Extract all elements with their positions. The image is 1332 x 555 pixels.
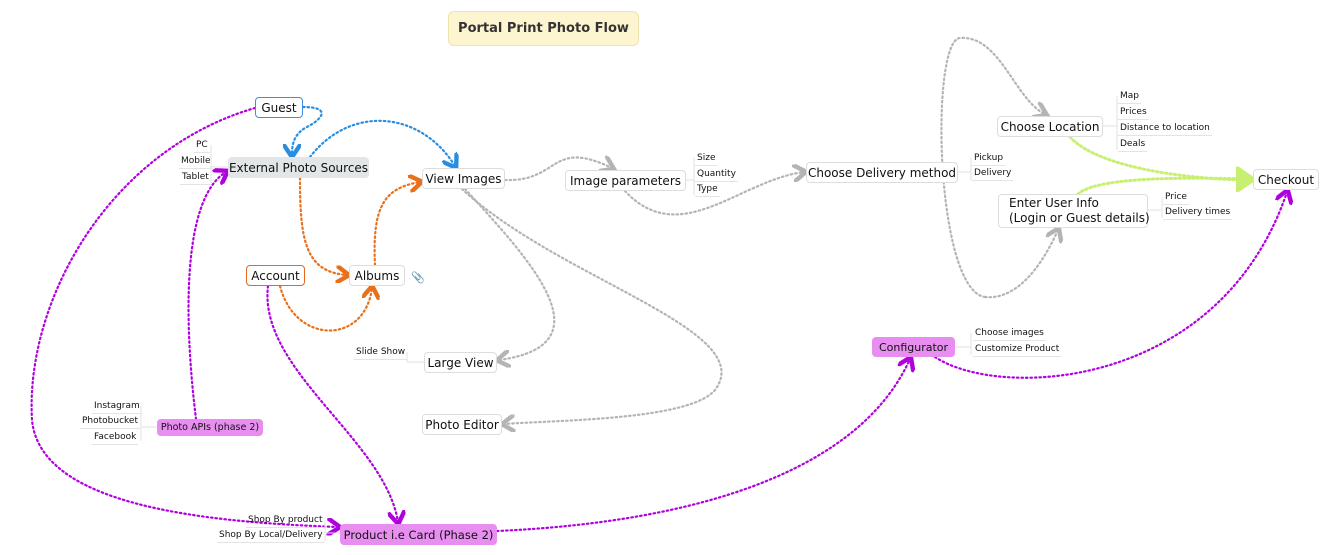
sub-delivery-times[interactable]: Delivery times — [1163, 206, 1233, 220]
node-configurator[interactable]: Configurator — [872, 337, 955, 357]
sub-size[interactable]: Size — [695, 152, 718, 166]
edge-guest-product — [30, 106, 338, 527]
node-large-view[interactable]: Large View — [424, 352, 497, 373]
sub-instagram[interactable]: Instagram — [92, 400, 142, 414]
sub-map[interactable]: Map — [1118, 90, 1141, 104]
sub-photobucket[interactable]: Photobucket — [80, 415, 140, 429]
sub-customize-product[interactable]: Customize Product — [973, 343, 1062, 357]
sub-choose-images[interactable]: Choose images — [973, 327, 1046, 341]
sub-pc[interactable]: PC — [194, 139, 210, 153]
sub-price[interactable]: Price — [1163, 191, 1189, 205]
edge-albums-view — [373, 182, 420, 267]
map-title: Portal Print Photo Flow — [448, 11, 639, 46]
node-photo-editor[interactable]: Photo Editor — [422, 414, 502, 435]
enter-user-info-line2: (Login or Guest details) — [1009, 211, 1150, 225]
edge-account-product — [266, 284, 398, 522]
sub-quantity[interactable]: Quantity — [695, 168, 738, 182]
node-choose-location[interactable]: Choose Location — [997, 116, 1103, 137]
node-albums[interactable]: Albums — [349, 265, 405, 286]
sub-mobile[interactable]: Mobile — [179, 155, 213, 169]
edge-view-parameters — [503, 157, 612, 182]
edge-account-albums — [278, 286, 372, 332]
node-product-card[interactable]: Product i.e Card (Phase 2) — [340, 524, 497, 545]
edge-location-checkout — [1068, 135, 1251, 180]
node-view-images[interactable]: View Images — [422, 168, 505, 189]
node-account[interactable]: Account — [246, 265, 305, 286]
edge-userinfo-checkout — [1076, 178, 1251, 196]
edge-view-largeview — [463, 187, 556, 360]
edge-delivery-location — [940, 36, 1045, 299]
edge-parameters-delivery — [623, 172, 804, 216]
sub-distance[interactable]: Distance to location — [1118, 122, 1212, 136]
sub-shop-by-product[interactable]: Shop By product — [246, 514, 325, 528]
node-choose-delivery-method[interactable]: Choose Delivery method — [806, 162, 958, 183]
sub-shop-by-local-delivery[interactable]: Shop By Local/Delivery — [217, 529, 325, 543]
node-checkout[interactable]: Checkout — [1253, 169, 1319, 190]
sub-deals[interactable]: Deals — [1118, 138, 1148, 152]
edge-external-albums — [298, 176, 347, 275]
sub-facebook[interactable]: Facebook — [92, 431, 139, 445]
edge-view-photoeditor — [460, 187, 723, 424]
sub-slide-show[interactable]: Slide Show — [354, 346, 408, 360]
node-image-parameters[interactable]: Image parameters — [565, 170, 686, 191]
edge-delivery-userinfo — [983, 230, 1058, 299]
sub-tablet[interactable]: Tablet — [180, 171, 211, 185]
node-photo-apis[interactable]: Photo APIs (phase 2) — [157, 419, 263, 436]
sub-type[interactable]: Type — [695, 183, 720, 197]
edge-external-view — [308, 119, 455, 166]
sub-delivery[interactable]: Delivery — [972, 167, 1014, 181]
enter-user-info-line1: Enter User Info — [1009, 196, 1099, 210]
attachment-icon[interactable]: 📎 — [411, 271, 425, 284]
sub-pickup[interactable]: Pickup — [972, 152, 1006, 166]
node-enter-user-info[interactable]: Enter User Info (Login or Guest details) — [998, 194, 1150, 228]
node-guest[interactable]: Guest — [255, 97, 303, 118]
sub-prices[interactable]: Prices — [1118, 106, 1149, 120]
node-external-photo-sources[interactable]: External Photo Sources — [228, 157, 369, 178]
edge-apis-external — [187, 172, 226, 421]
edge-guest-external — [292, 105, 323, 155]
edge-configurator-checkout — [933, 192, 1287, 379]
edge-product-configurator — [495, 359, 910, 533]
